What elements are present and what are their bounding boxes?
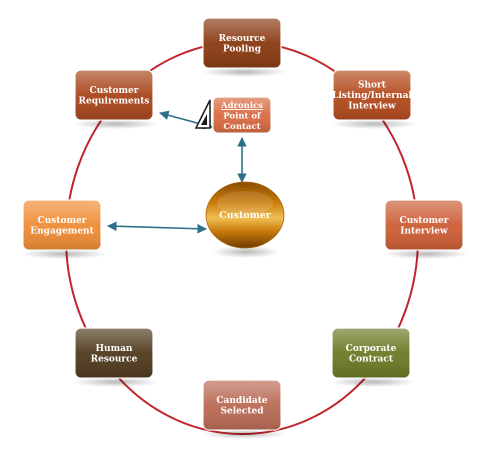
poc-line-1: Adronics	[220, 101, 263, 111]
node-gloss	[203, 380, 281, 430]
node-gloss	[203, 18, 281, 68]
node-gloss	[333, 70, 411, 120]
poc-line-2: Point of	[223, 112, 262, 122]
node-shadow	[330, 377, 416, 387]
node-shadow	[201, 67, 287, 77]
node-label-line: Customer	[90, 86, 139, 96]
node-label-line: Interview	[348, 102, 396, 112]
customer-center-label: Customer	[219, 210, 272, 221]
node-gloss	[75, 328, 153, 378]
point-of-contact-box: Adronics Point of Contact	[212, 96, 272, 134]
node-shadow	[21, 249, 107, 259]
node-shadow	[201, 429, 287, 439]
customer-center: Customer	[205, 181, 285, 258]
node-gloss	[23, 200, 101, 250]
node-label-line: Candidate	[216, 396, 268, 406]
node-label-line: Listing/Internal	[332, 91, 412, 101]
node-label-line: Resource	[219, 34, 266, 44]
node-label-line: Selected	[220, 406, 264, 416]
poc-line-3: Contact	[223, 122, 260, 132]
arrow-customer-to-engagement	[107, 221, 207, 234]
node-label-line: Corporate	[346, 344, 397, 354]
node-label-line: Pooling	[223, 44, 262, 54]
node-label-line: Human	[96, 344, 133, 354]
set-square-icon	[194, 99, 211, 129]
node-shadow	[383, 249, 469, 259]
node-shadow	[73, 119, 159, 129]
node-label-line: Resource	[91, 354, 138, 364]
node-shadow	[331, 119, 417, 129]
node-label-line: Short	[358, 81, 387, 91]
node-label-line: Contract	[349, 354, 394, 364]
node-gloss	[75, 70, 153, 120]
node-label-line: Interview	[400, 226, 448, 236]
node-label-line: Customer	[400, 216, 449, 226]
node-label-line: Customer	[38, 216, 87, 226]
node-gloss	[332, 328, 410, 378]
node-shadow	[73, 377, 159, 387]
node-gloss	[385, 200, 463, 250]
node-label-line: Engagement	[30, 226, 94, 236]
node-label-line: Requirements	[79, 96, 150, 106]
cycle-nodes: ResourcePoolingShortListing/InternalInte…	[21, 17, 469, 439]
